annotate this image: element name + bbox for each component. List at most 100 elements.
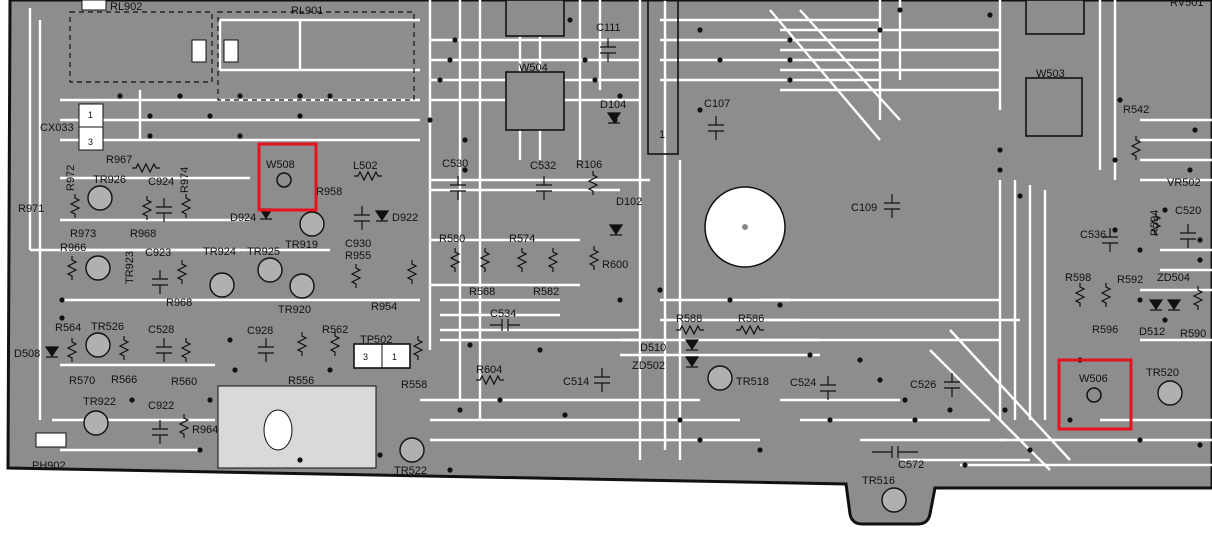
label-ph902: PH902 <box>32 460 66 472</box>
resistor-r574-symbol <box>516 248 528 272</box>
solder-point-56 <box>727 297 733 303</box>
label-r971: R971 <box>18 203 44 215</box>
label-r570: R570 <box>69 375 95 387</box>
solder-point-2 <box>237 93 243 99</box>
solder-point-78 <box>877 27 883 33</box>
solder-point-75 <box>582 57 588 63</box>
solder-point-27 <box>1162 317 1168 323</box>
solder-point-47 <box>129 397 135 403</box>
label-c572: C572 <box>898 459 924 471</box>
resistor-l502-symbol <box>354 170 382 182</box>
resistor-r590-symbol <box>1192 286 1204 310</box>
pad-w503 <box>1025 77 1083 137</box>
label-c109: C109 <box>851 202 877 214</box>
resistor-r968-symbol <box>141 196 153 220</box>
solder-point-58 <box>807 352 813 358</box>
label-r564: R564 <box>55 322 81 334</box>
label-tr923: TR923 <box>124 251 136 284</box>
capacitor-c536-symbol <box>1102 228 1118 252</box>
rl902-top-box <box>81 0 107 11</box>
label-r556: R556 <box>288 375 314 387</box>
capacitor-c928-symbol <box>258 338 274 362</box>
label-zd504: ZD504 <box>1157 272 1190 284</box>
highlight-w506 <box>1057 358 1133 431</box>
solder-point-28 <box>457 407 463 413</box>
solder-point-39 <box>1137 437 1143 443</box>
label-ic-pin1: 1 <box>659 129 665 141</box>
solder-point-45 <box>59 297 65 303</box>
solder-point-7 <box>297 113 303 119</box>
resistor-r560-symbol <box>180 338 192 362</box>
solder-point-62 <box>912 417 918 423</box>
label-r964: R964 <box>192 424 218 436</box>
resistor-r592-symbol <box>1100 283 1112 307</box>
solder-point-46 <box>59 315 65 321</box>
solder-point-10 <box>427 117 433 123</box>
pad-w503-upper <box>1025 0 1085 35</box>
label-r604: R604 <box>476 364 502 376</box>
label-tr518: TR518 <box>736 376 769 388</box>
transistor-tr526-symbol <box>85 332 111 358</box>
solder-point-13 <box>592 77 598 83</box>
solder-point-52 <box>467 342 473 348</box>
solder-point-32 <box>697 437 703 443</box>
solder-point-74 <box>567 17 573 23</box>
resistor-r570-symbol <box>66 338 78 362</box>
capacitor-c534-symbol <box>490 319 520 331</box>
capacitor-c524-symbol <box>820 376 836 400</box>
diode-zd504-symbol <box>1166 299 1182 311</box>
diode-d508-symbol <box>44 346 60 358</box>
label-w506: W506 <box>1079 373 1108 385</box>
label-tr919: TR919 <box>285 239 318 251</box>
capacitor-c528-symbol <box>156 338 172 362</box>
resistor-r966-symbol <box>66 256 78 280</box>
label-c536: C536 <box>1080 229 1106 241</box>
label-c928: C928 <box>247 325 273 337</box>
solder-points <box>59 7 1203 473</box>
diode-zd502-symbol <box>684 356 700 368</box>
label-c924: C924 <box>148 176 174 188</box>
solder-point-19 <box>787 77 793 83</box>
resistor-r556-symbol <box>296 332 308 356</box>
capacitor-c923-symbol <box>152 270 168 294</box>
mounting-hole-center <box>742 224 748 230</box>
solder-point-66 <box>1162 207 1168 213</box>
solder-point-68 <box>1192 127 1198 133</box>
transistor-tr920-symbol <box>289 273 315 299</box>
label-r958: R958 <box>316 186 342 198</box>
solder-point-1 <box>177 93 183 99</box>
solder-point-55 <box>657 287 663 293</box>
transistor-tr516-symbol <box>881 487 907 513</box>
label-c107: C107 <box>704 98 730 110</box>
label-tp502: TP502 <box>360 334 392 346</box>
label-r600: R600 <box>602 259 628 271</box>
resistor-r542-symbol <box>1130 136 1142 160</box>
solder-point-49 <box>227 337 233 343</box>
label-vr502: VR502 <box>1167 177 1201 189</box>
solder-point-76 <box>697 27 703 33</box>
resistor-r972-symbol <box>69 194 81 218</box>
solder-point-14 <box>617 93 623 99</box>
label-r967: R967 <box>106 154 132 166</box>
transistor-tr924-symbol <box>209 272 235 298</box>
solder-point-54 <box>617 297 623 303</box>
label-c524: C524 <box>790 377 816 389</box>
label-r566: R566 <box>111 374 137 386</box>
solder-point-73 <box>452 37 458 43</box>
capacitor-c530-symbol <box>450 176 466 200</box>
resistor-r600-symbol <box>588 246 600 270</box>
solder-point-22 <box>1017 193 1023 199</box>
label-c534: C534 <box>490 308 516 320</box>
resistor-r594-symbol <box>1150 212 1162 236</box>
solder-point-12 <box>462 167 468 173</box>
transistor-tr919-symbol <box>299 211 325 237</box>
solder-point-65 <box>1137 247 1143 253</box>
resistor-r968b-symbol <box>176 260 188 284</box>
transistor-tr518-symbol <box>707 365 733 391</box>
label-r955: R955 <box>345 250 371 262</box>
solder-point-33 <box>757 447 763 453</box>
resistor-r967-symbol <box>132 162 160 174</box>
label-tr925: TR925 <box>247 246 280 258</box>
solder-point-15 <box>612 117 618 123</box>
capacitor-c930-symbol <box>354 206 370 230</box>
